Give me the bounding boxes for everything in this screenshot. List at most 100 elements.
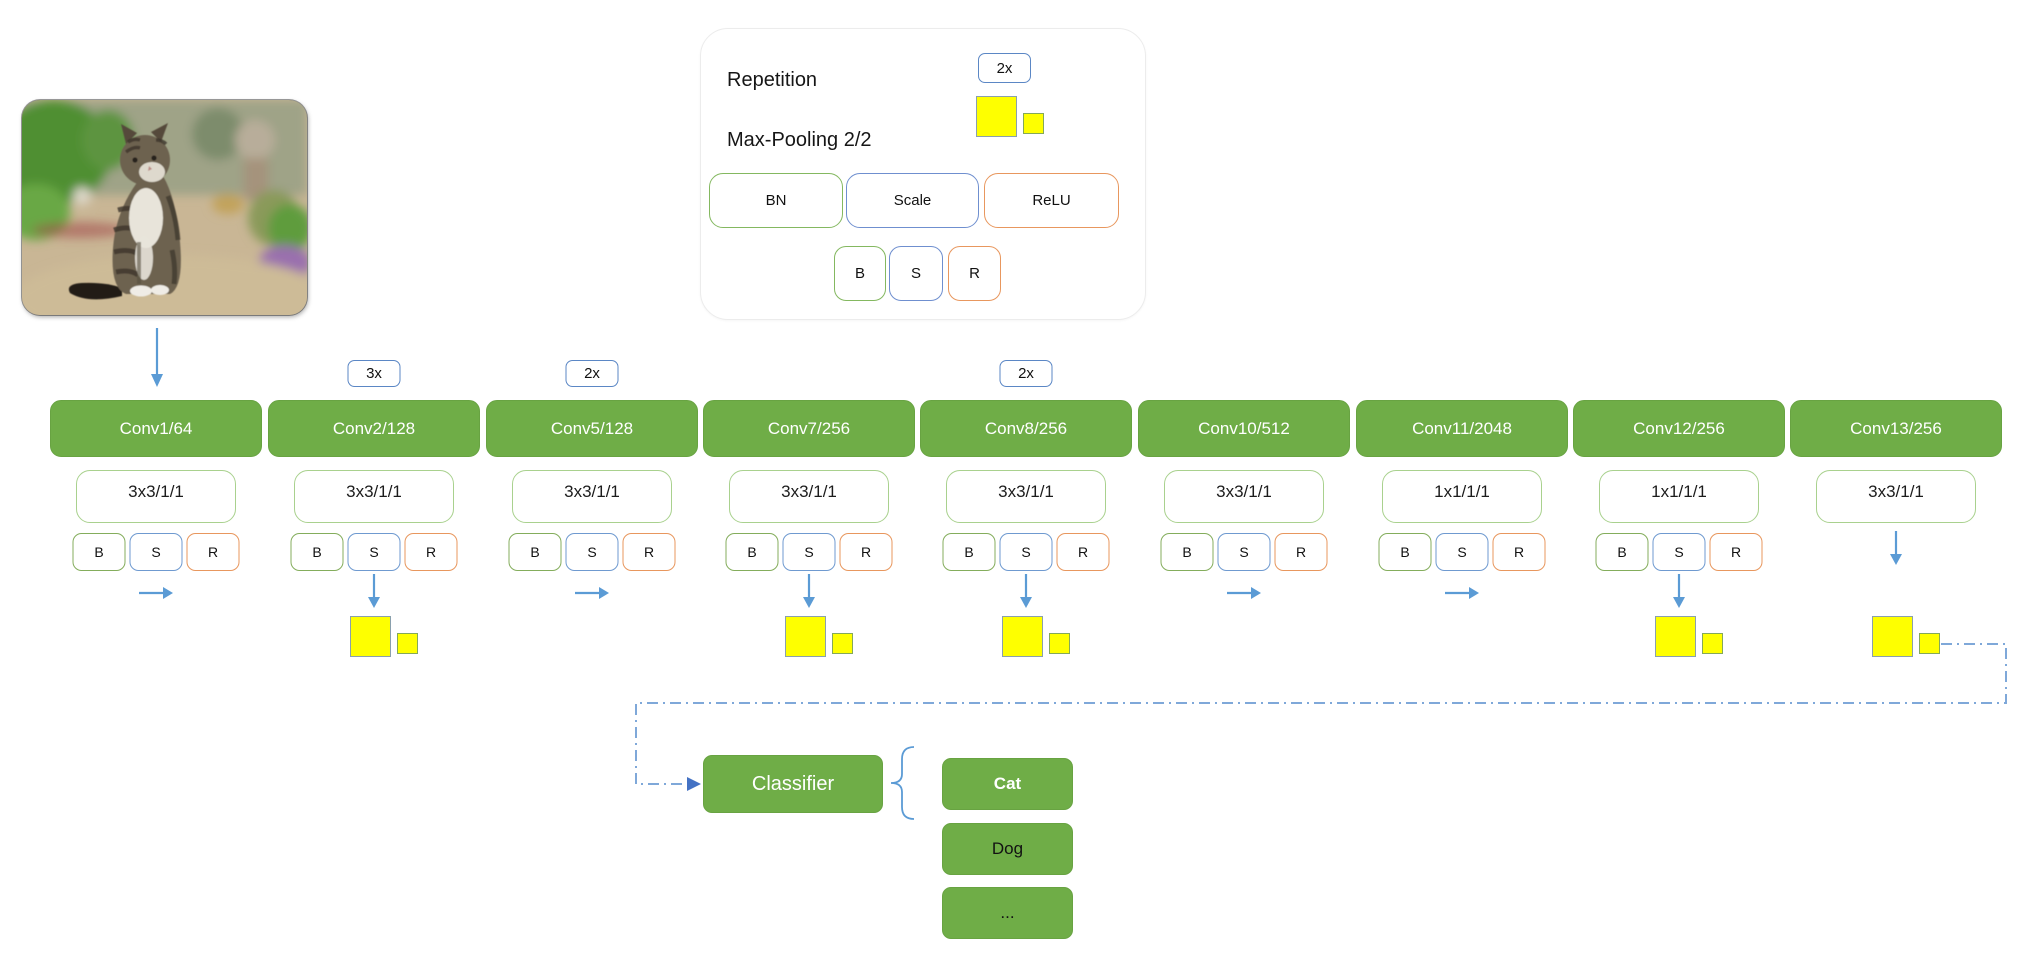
legend-abbrev-s: S <box>889 246 943 301</box>
conv-layer-box: Conv1/64 <box>50 400 262 457</box>
kernel-spec-box: 1x1/1/1 <box>1382 470 1542 523</box>
conv-layer-box: Conv2/128 <box>268 400 480 457</box>
batchnorm-mini-box: B <box>1595 533 1649 571</box>
pool-output-square <box>1919 633 1940 654</box>
arrow-right-icon <box>1227 587 1261 599</box>
batchnorm-mini-box: B <box>290 533 344 571</box>
scale-mini-box: S <box>999 533 1053 571</box>
legend-repetition-label: Repetition <box>727 69 818 91</box>
relu-mini-box: R <box>186 533 240 571</box>
conv-layer-box: Conv13/256 <box>1790 400 2002 457</box>
relu-mini-box: R <box>1274 533 1328 571</box>
max-pooling-icon <box>350 616 420 660</box>
bsr-row: B S R <box>508 533 676 571</box>
legend-batchnorm-box: BN <box>709 173 843 228</box>
conv-layer-box: Conv11/2048 <box>1356 400 1568 457</box>
legend-scale-box: Scale <box>846 173 979 228</box>
legend-repetition-badge: 2x <box>978 53 1031 83</box>
kernel-spec-box: 3x3/1/1 <box>1164 470 1324 523</box>
arrow-down-icon <box>1673 574 1685 608</box>
bsr-row: B S R <box>1378 533 1546 571</box>
output-brace-icon <box>890 746 915 820</box>
legend-abbrev-r: R <box>948 246 1001 301</box>
output-cat: Cat <box>942 758 1073 810</box>
pool-input-square <box>1655 616 1696 657</box>
batchnorm-mini-box: B <box>942 533 996 571</box>
bsr-row: B S R <box>1595 533 1763 571</box>
scale-mini-box: S <box>347 533 401 571</box>
arrow-down-icon <box>368 574 380 608</box>
conv-column: Conv7/256 3x3/1/1 B S R <box>703 0 915 700</box>
pool-input-square <box>976 96 1017 137</box>
scale-mini-box: S <box>129 533 183 571</box>
batchnorm-mini-box: B <box>725 533 779 571</box>
pool-output-square <box>397 633 418 654</box>
scale-mini-box: S <box>782 533 836 571</box>
bsr-row: B S R <box>725 533 893 571</box>
arrow-down-icon <box>1890 531 1902 565</box>
conv-layer-box: Conv12/256 <box>1573 400 1785 457</box>
kernel-spec-box: 3x3/1/1 <box>294 470 454 523</box>
bsr-row: B S R <box>72 533 240 571</box>
batchnorm-mini-box: B <box>72 533 126 571</box>
conv-column: 2x Conv5/128 3x3/1/1 B S R <box>486 0 698 700</box>
kernel-spec-box: 1x1/1/1 <box>1599 470 1759 523</box>
kernel-spec-box: 3x3/1/1 <box>729 470 889 523</box>
pool-output-square <box>1702 633 1723 654</box>
legend-max-pooling-label: Max-Pooling 2/2 <box>727 129 872 151</box>
bsr-row: B S R <box>942 533 1110 571</box>
relu-mini-box: R <box>1709 533 1763 571</box>
max-pooling-icon <box>1872 616 1942 660</box>
pool-output-square <box>832 633 853 654</box>
kernel-spec-box: 3x3/1/1 <box>1816 470 1976 523</box>
bsr-row: B S R <box>1160 533 1328 571</box>
bsr-row: B S R <box>290 533 458 571</box>
input-arrow-down-icon <box>151 328 163 387</box>
conv-column: Conv10/512 3x3/1/1 B S R <box>1138 0 1350 700</box>
conv-column: 3x Conv2/128 3x3/1/1 B S R <box>268 0 480 700</box>
max-pooling-icon <box>785 616 855 660</box>
arrow-right-icon <box>139 587 173 599</box>
conv-column: 2x Conv8/256 3x3/1/1 B S R <box>920 0 1132 700</box>
pool-output-square <box>1049 633 1070 654</box>
legend-relu-box: ReLU <box>984 173 1119 228</box>
kernel-spec-box: 3x3/1/1 <box>76 470 236 523</box>
conv-column: Conv1/64 3x3/1/1 B S R <box>50 0 262 700</box>
cat-photo-art <box>22 100 307 315</box>
kernel-spec-box: 3x3/1/1 <box>946 470 1106 523</box>
relu-mini-box: R <box>622 533 676 571</box>
arrow-right-icon <box>1445 587 1479 599</box>
arrow-down-icon <box>803 574 815 608</box>
pool-input-square <box>785 616 826 657</box>
scale-mini-box: S <box>565 533 619 571</box>
max-pooling-icon <box>1002 616 1072 660</box>
kernel-spec-box: 3x3/1/1 <box>512 470 672 523</box>
conv-column: Conv13/256 3x3/1/1 <box>1790 0 2002 700</box>
output-dog: Dog <box>942 823 1073 875</box>
arrow-down-icon <box>1020 574 1032 608</box>
conv-column: Conv11/2048 1x1/1/1 B S R <box>1356 0 1568 700</box>
scale-mini-box: S <box>1217 533 1271 571</box>
conv-column: Conv12/256 1x1/1/1 B S R <box>1573 0 1785 700</box>
relu-mini-box: R <box>404 533 458 571</box>
batchnorm-mini-box: B <box>1160 533 1214 571</box>
conv-layer-box: Conv8/256 <box>920 400 1132 457</box>
pool-input-square <box>1002 616 1043 657</box>
conv-layer-box: Conv10/512 <box>1138 400 1350 457</box>
repetition-badge: 3x <box>347 360 401 387</box>
batchnorm-mini-box: B <box>1378 533 1432 571</box>
conv-layer-box: Conv5/128 <box>486 400 698 457</box>
pool-input-square <box>1872 616 1913 657</box>
pool-input-square <box>350 616 391 657</box>
relu-mini-box: R <box>1492 533 1546 571</box>
conv-layer-box: Conv7/256 <box>703 400 915 457</box>
scale-mini-box: S <box>1652 533 1706 571</box>
relu-mini-box: R <box>1056 533 1110 571</box>
output-etc: ... <box>942 887 1073 939</box>
repetition-badge: 2x <box>565 360 619 387</box>
scale-mini-box: S <box>1435 533 1489 571</box>
input-cat-image <box>22 100 307 315</box>
max-pooling-icon <box>1655 616 1725 660</box>
relu-mini-box: R <box>839 533 893 571</box>
